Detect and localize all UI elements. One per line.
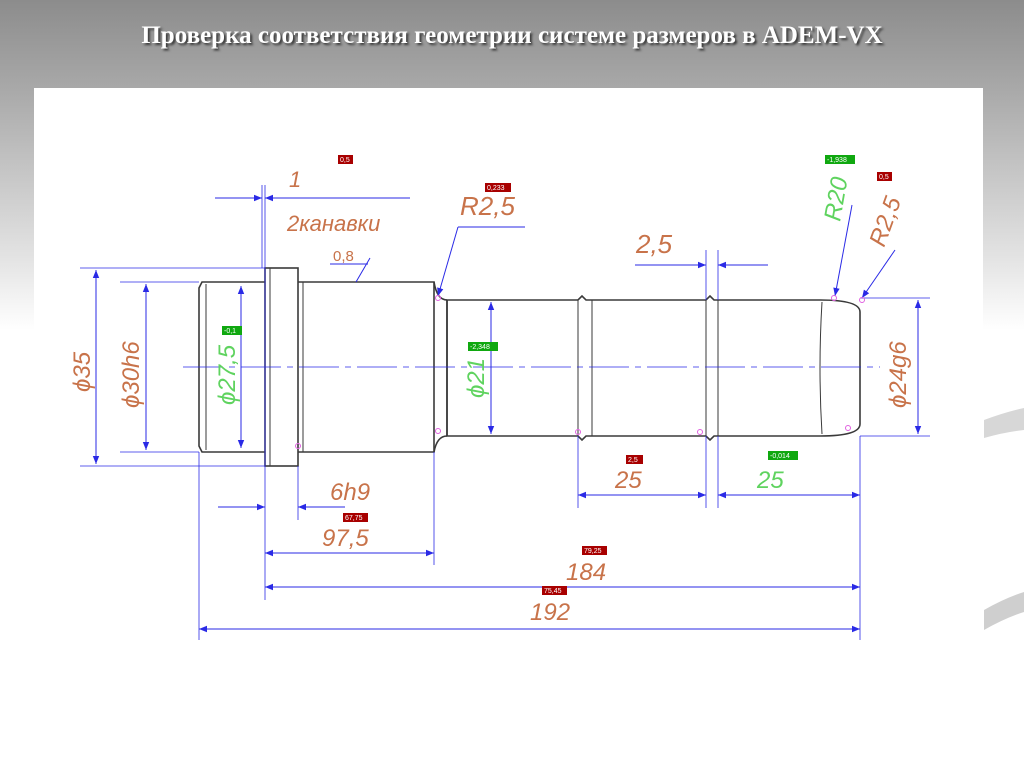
badge-67-75: 67,75 <box>343 513 368 522</box>
svg-text:0,233: 0,233 <box>487 185 505 192</box>
svg-text:67,75: 67,75 <box>345 515 363 522</box>
dim-length-184: 184 <box>566 559 606 586</box>
dim-gap: 2,5 <box>635 229 673 259</box>
dim-diameter-24g6: ϕ24g6 <box>885 341 912 408</box>
badge-right-0-5: 0,5 <box>877 172 892 181</box>
svg-text:0,5: 0,5 <box>340 157 350 164</box>
svg-text:2,5: 2,5 <box>628 457 638 464</box>
dim-length-25-a: 25 <box>614 467 642 494</box>
dim-radius-left: R2,5 <box>460 191 515 221</box>
dim-diameter-30h6: ϕ30h6 <box>118 341 145 408</box>
badge-0-233: 0,233 <box>485 183 511 192</box>
dim-diameter-35: ϕ35 <box>69 351 96 392</box>
dim-diameter-27-5: ϕ27,5 <box>214 344 241 405</box>
svg-text:0,5: 0,5 <box>879 174 889 181</box>
deviation-badges: 0,5 0,233 -1,938 0,5 -0,1 -2,348 2,5 -0,… <box>222 155 892 595</box>
dim-roughness: 0,8 <box>333 248 354 265</box>
badge-2-5: 2,5 <box>626 455 643 464</box>
drawing-panel <box>34 88 983 768</box>
badge-minus-2-348: -2,348 <box>468 342 498 351</box>
badge-minus-0-014: -0,014 <box>768 451 798 460</box>
dim-length-192: 192 <box>530 599 570 626</box>
slide-title: Проверка соответствия геометрии системе … <box>141 22 883 49</box>
badge-minus-1-938: -1,938 <box>825 155 855 164</box>
svg-text:79,25: 79,25 <box>584 548 602 555</box>
dim-length-25-b: 25 <box>756 467 784 494</box>
svg-text:75,45: 75,45 <box>544 588 562 595</box>
svg-text:-2,348: -2,348 <box>470 344 490 351</box>
svg-text:-0,014: -0,014 <box>770 453 790 460</box>
extension-lines <box>80 185 930 640</box>
badge-top-0-5: 0,5 <box>338 155 353 164</box>
dim-groove-width: 1 <box>289 167 301 192</box>
dim-length-97-5: 97,5 <box>322 525 369 552</box>
dimension-texts: 1 2канавки 0,8 R2,5 2,5 R20 R2,5 ϕ35 ϕ30… <box>69 167 912 626</box>
svg-text:-1,938: -1,938 <box>827 157 847 164</box>
dimension-lines <box>92 194 922 633</box>
badge-minus-0-1: -0,1 <box>222 326 242 335</box>
badge-79-25: 79,25 <box>582 546 607 555</box>
dim-diameter-21: ϕ21 <box>463 358 490 398</box>
badge-75-45: 75,45 <box>542 586 567 595</box>
svg-text:-0,1: -0,1 <box>224 328 236 335</box>
dim-grooves-note: 2канавки <box>286 211 380 236</box>
dim-radius-right: R2,5 <box>864 193 907 250</box>
check-markers <box>295 295 865 449</box>
shaft-outline <box>198 267 861 467</box>
dim-length-6h9: 6h9 <box>330 479 370 506</box>
dim-radius-mid: R20 <box>819 174 853 223</box>
